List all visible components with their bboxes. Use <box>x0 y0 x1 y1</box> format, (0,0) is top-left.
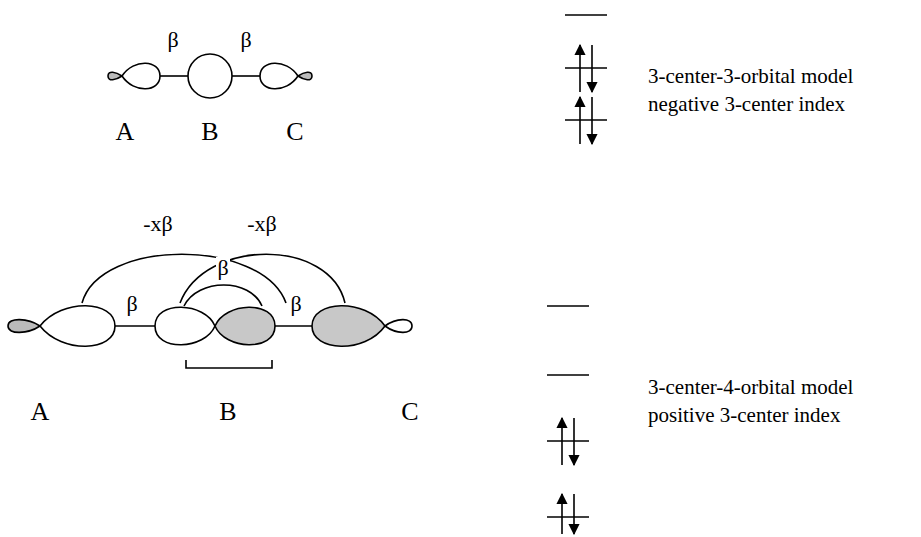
interaction-integral: -xβ <box>143 213 173 235</box>
center-label: C <box>401 399 418 425</box>
center-label: C <box>286 119 303 145</box>
model-name: 3-center-3-orbital model <box>648 66 853 87</box>
center-label: A <box>116 119 135 145</box>
bond-integral: β <box>167 29 178 51</box>
center-label: A <box>31 399 50 425</box>
interaction-integral: -xβ <box>247 213 277 235</box>
bond-integral: β <box>216 257 229 279</box>
bond-integral: β <box>126 293 137 315</box>
center-label: B <box>219 399 236 425</box>
model-name: 3-center-4-orbital model <box>648 377 853 398</box>
center-label: B <box>201 119 218 145</box>
model-note: positive 3-center index <box>648 405 840 426</box>
bond-integral: β <box>240 29 251 51</box>
bond-integral: β <box>290 293 301 315</box>
model-note: negative 3-center index <box>648 94 845 115</box>
